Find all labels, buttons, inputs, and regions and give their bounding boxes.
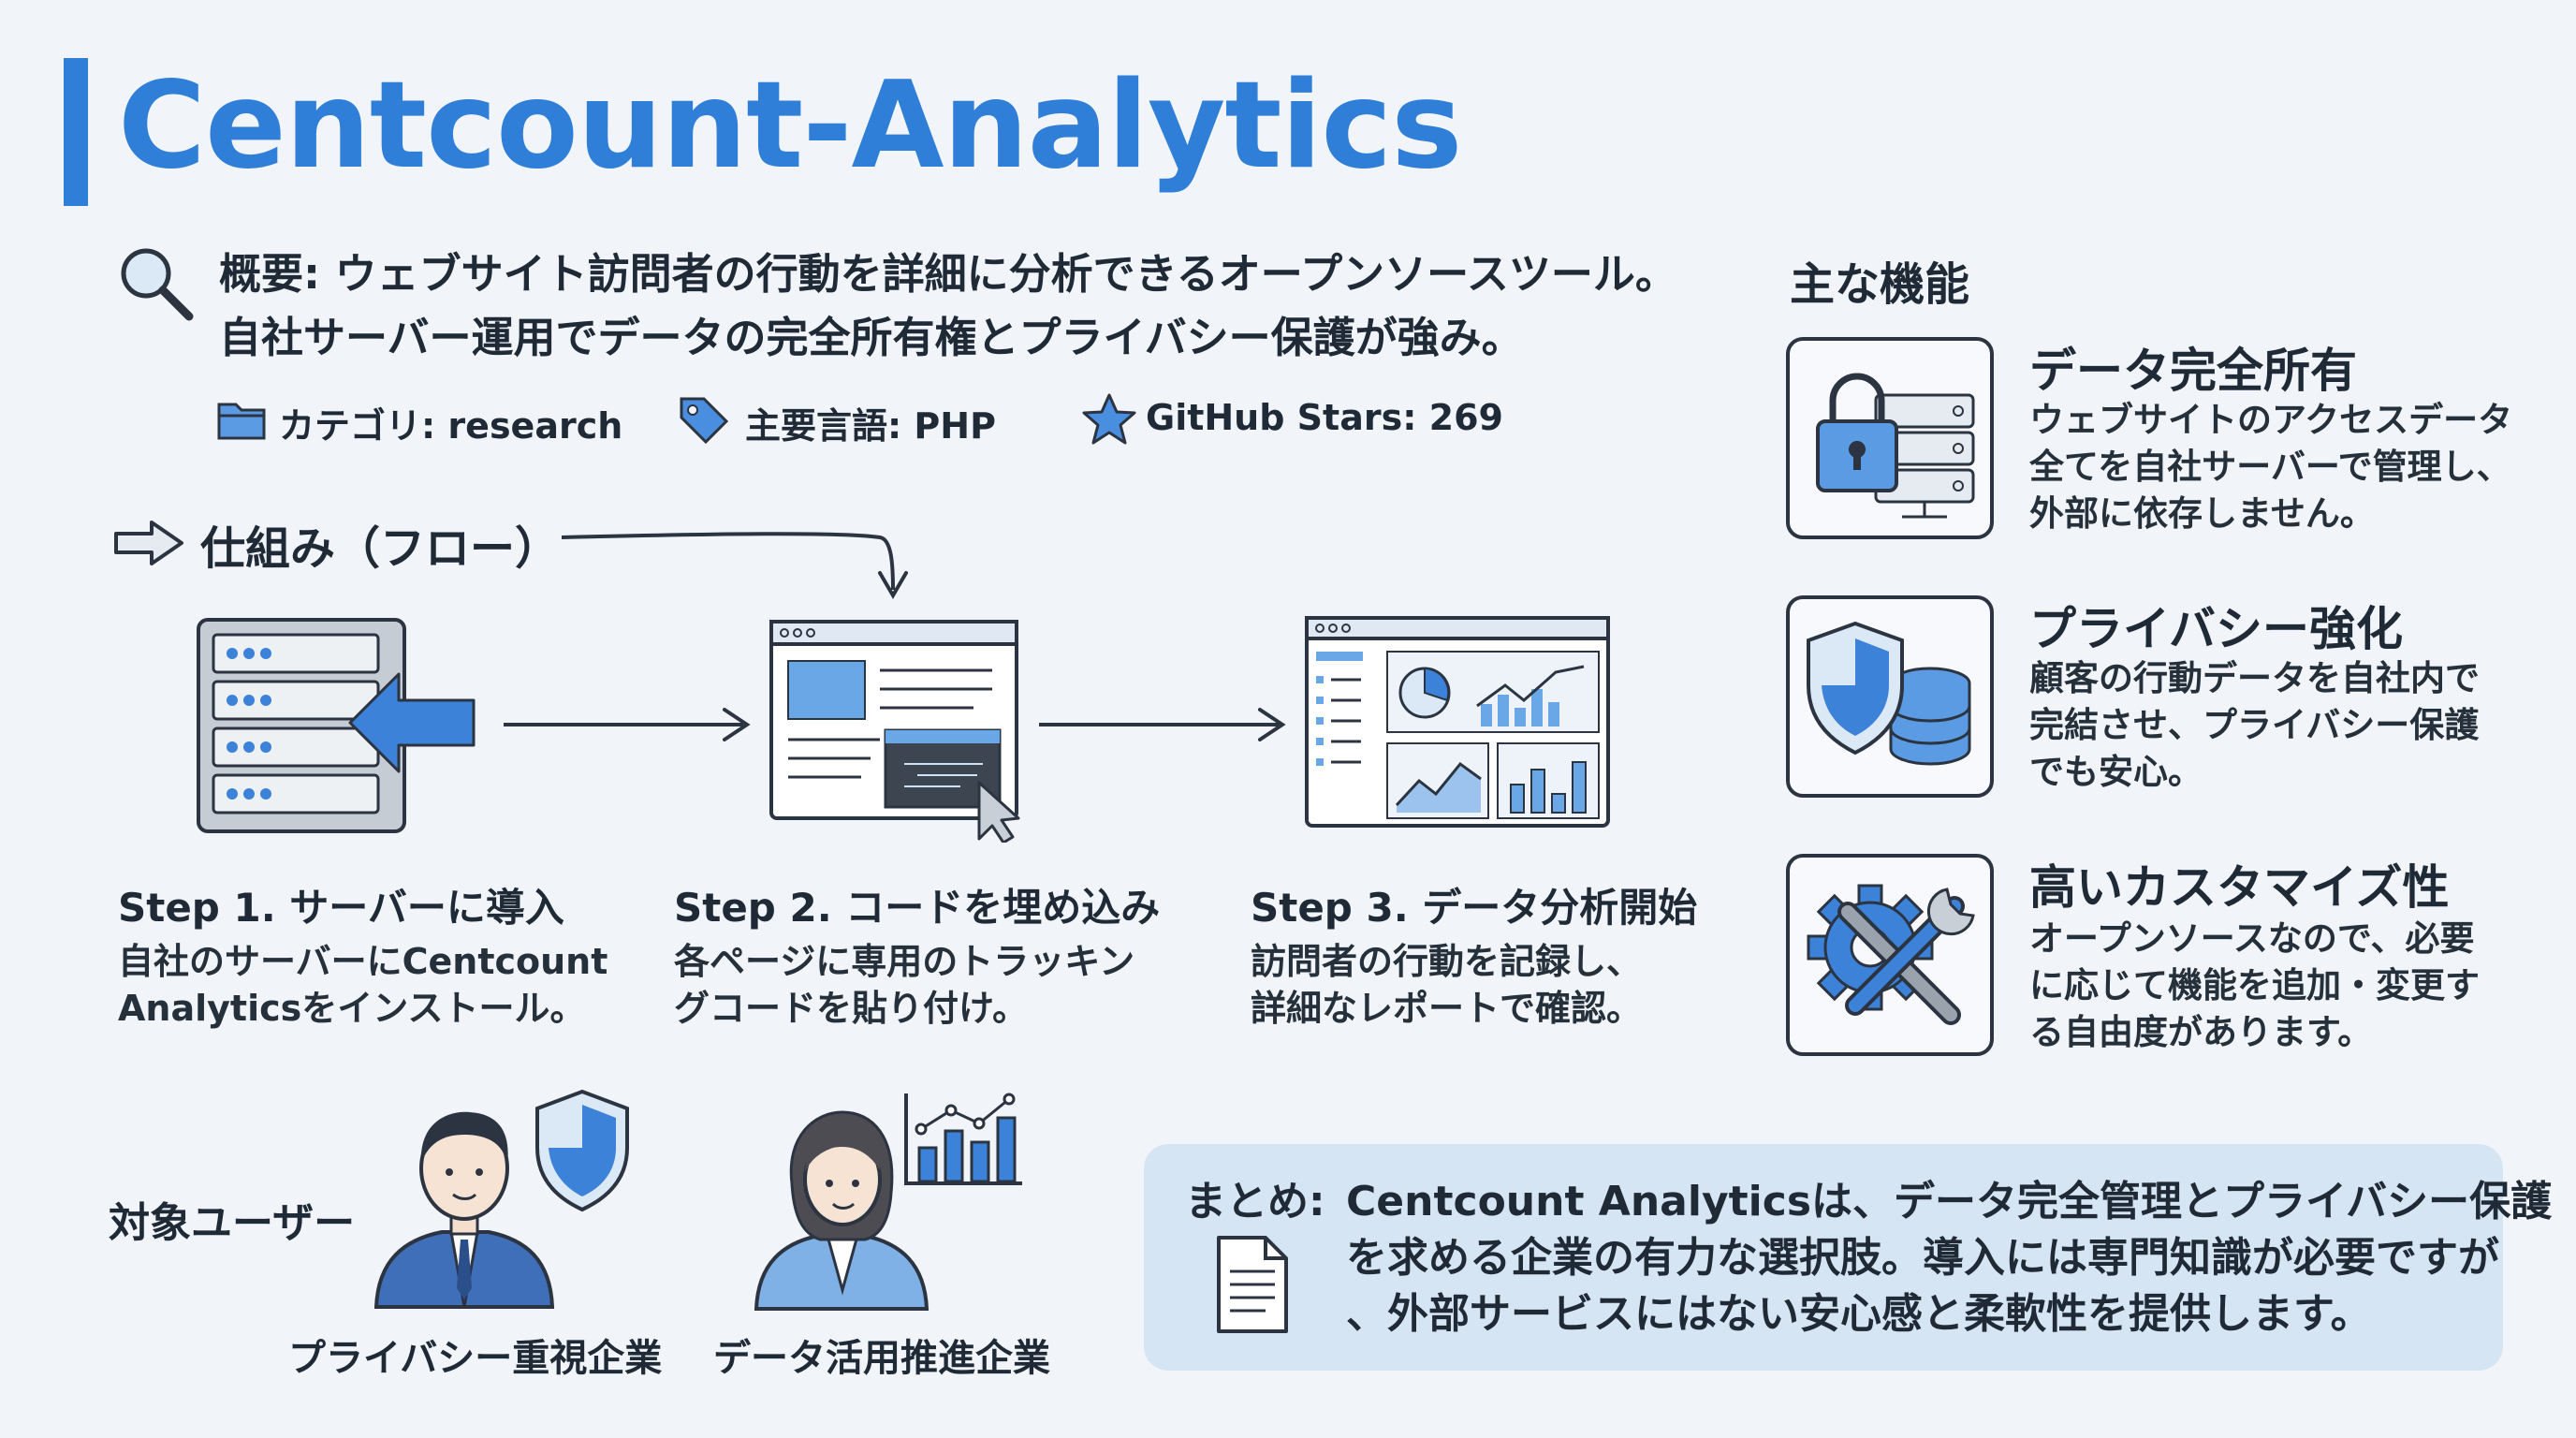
- feature-3-title: 高いカスタマイズ性: [2029, 860, 2450, 915]
- summary-line-2: を求める企業の有力な選択肢。導入には専門知識が必要ですが: [1346, 1234, 2499, 1282]
- analytics-dashboard-illustration: [1305, 616, 1610, 828]
- target-users-label: 対象ユーザー: [109, 1199, 356, 1247]
- shield-database-icon: [1807, 621, 1971, 766]
- server-rack-illustration: [197, 618, 476, 833]
- step-1-title: Step 1. サーバーに導入: [118, 885, 564, 931]
- step-2-title: Step 2. コードを埋め込み: [674, 885, 1161, 931]
- step-1-desc-1: 自社のサーバーにCentcount: [118, 941, 608, 982]
- feature-3-desc-2: に応じて機能を追加・変更す: [2029, 965, 2480, 1005]
- star-icon: [1082, 393, 1136, 445]
- user-1-caption: プライバシー重視企業: [288, 1337, 663, 1380]
- feature-3-desc-3: る自由度があります。: [2029, 1012, 2373, 1052]
- features-heading: 主な機能: [1790, 258, 1970, 311]
- feature-1-desc-3: 外部に依存しません。: [2029, 493, 2375, 534]
- feature-1-title: データ完全所有: [2029, 344, 2357, 398]
- overview-line-2: 自社サーバー運用でデータの完全所有権とプライバシー保護が強み。: [219, 313, 1524, 362]
- feature-2-title: プライバシー強化: [2029, 602, 2403, 656]
- category-label: カテゴリ: research: [279, 405, 623, 447]
- folder-icon: [217, 403, 266, 440]
- arrow-right-icon: [114, 521, 183, 565]
- feature-1-desc-2: 全てを自社サーバーで管理し、: [2029, 447, 2511, 487]
- document-icon: [1217, 1236, 1288, 1333]
- step-3-title: Step 3. データ分析開始: [1251, 885, 1698, 931]
- feature-2-icon-box: [1786, 595, 1994, 798]
- feature-2-desc-2: 完結させ、プライバシー保護: [2029, 705, 2480, 745]
- page-title: Centcount-Analytics: [118, 56, 1462, 196]
- stars-label: GitHub Stars: 269: [1146, 397, 1503, 438]
- feature-1-icon-box: [1786, 337, 1994, 539]
- businessman-shield-illustration: [373, 1089, 629, 1309]
- feature-3-desc-1: オープンソースなので、必要: [2029, 918, 2475, 959]
- step-2-desc-1: 各ページに専用のトラッキン: [674, 941, 1135, 982]
- magnifier-icon: [121, 248, 194, 321]
- lock-server-icon: [1816, 373, 1975, 519]
- summary-label: まとめ:: [1185, 1178, 1325, 1225]
- summary-box: [1144, 1144, 2503, 1371]
- summary-line-3: 、外部サービスにはない安心感と柔軟性を提供します。: [1346, 1290, 2372, 1338]
- feature-1-desc-1: ウェブサイトのアクセスデータ: [2029, 400, 2513, 440]
- step-2-desc-2: グコードを貼り付け。: [674, 988, 1029, 1029]
- summary-line-1: Centcount Analyticsは、データ完全管理とプライバシー保護: [1346, 1178, 2553, 1225]
- businesswoman-chart-illustration: [754, 1093, 1022, 1311]
- overview-line-1: 概要: ウェブサイト訪問者の行動を詳細に分析できるオープンソースツール。: [219, 249, 1677, 299]
- feature-2-desc-3: でも安心。: [2029, 752, 2203, 792]
- gear-wrench-icon: [1807, 884, 1975, 1025]
- step-1-desc-2: Analyticsをインストール。: [118, 988, 586, 1029]
- feature-2-desc-1: 顧客の行動データを自社内で: [2029, 658, 2480, 698]
- feature-3-icon-box: [1786, 854, 1994, 1056]
- title-accent-bar: [64, 58, 88, 206]
- language-label: 主要言語: PHP: [745, 405, 996, 447]
- browser-code-illustration: [769, 620, 1020, 843]
- tag-icon: [680, 397, 729, 445]
- step-3-desc-1: 訪問者の行動を記録し、: [1251, 941, 1643, 982]
- flow-label: 仕組み（フロー）: [200, 522, 561, 575]
- step-3-desc-2: 詳細なレポートで確認。: [1251, 988, 1643, 1029]
- user-2-caption: データ活用推進企業: [713, 1337, 1050, 1380]
